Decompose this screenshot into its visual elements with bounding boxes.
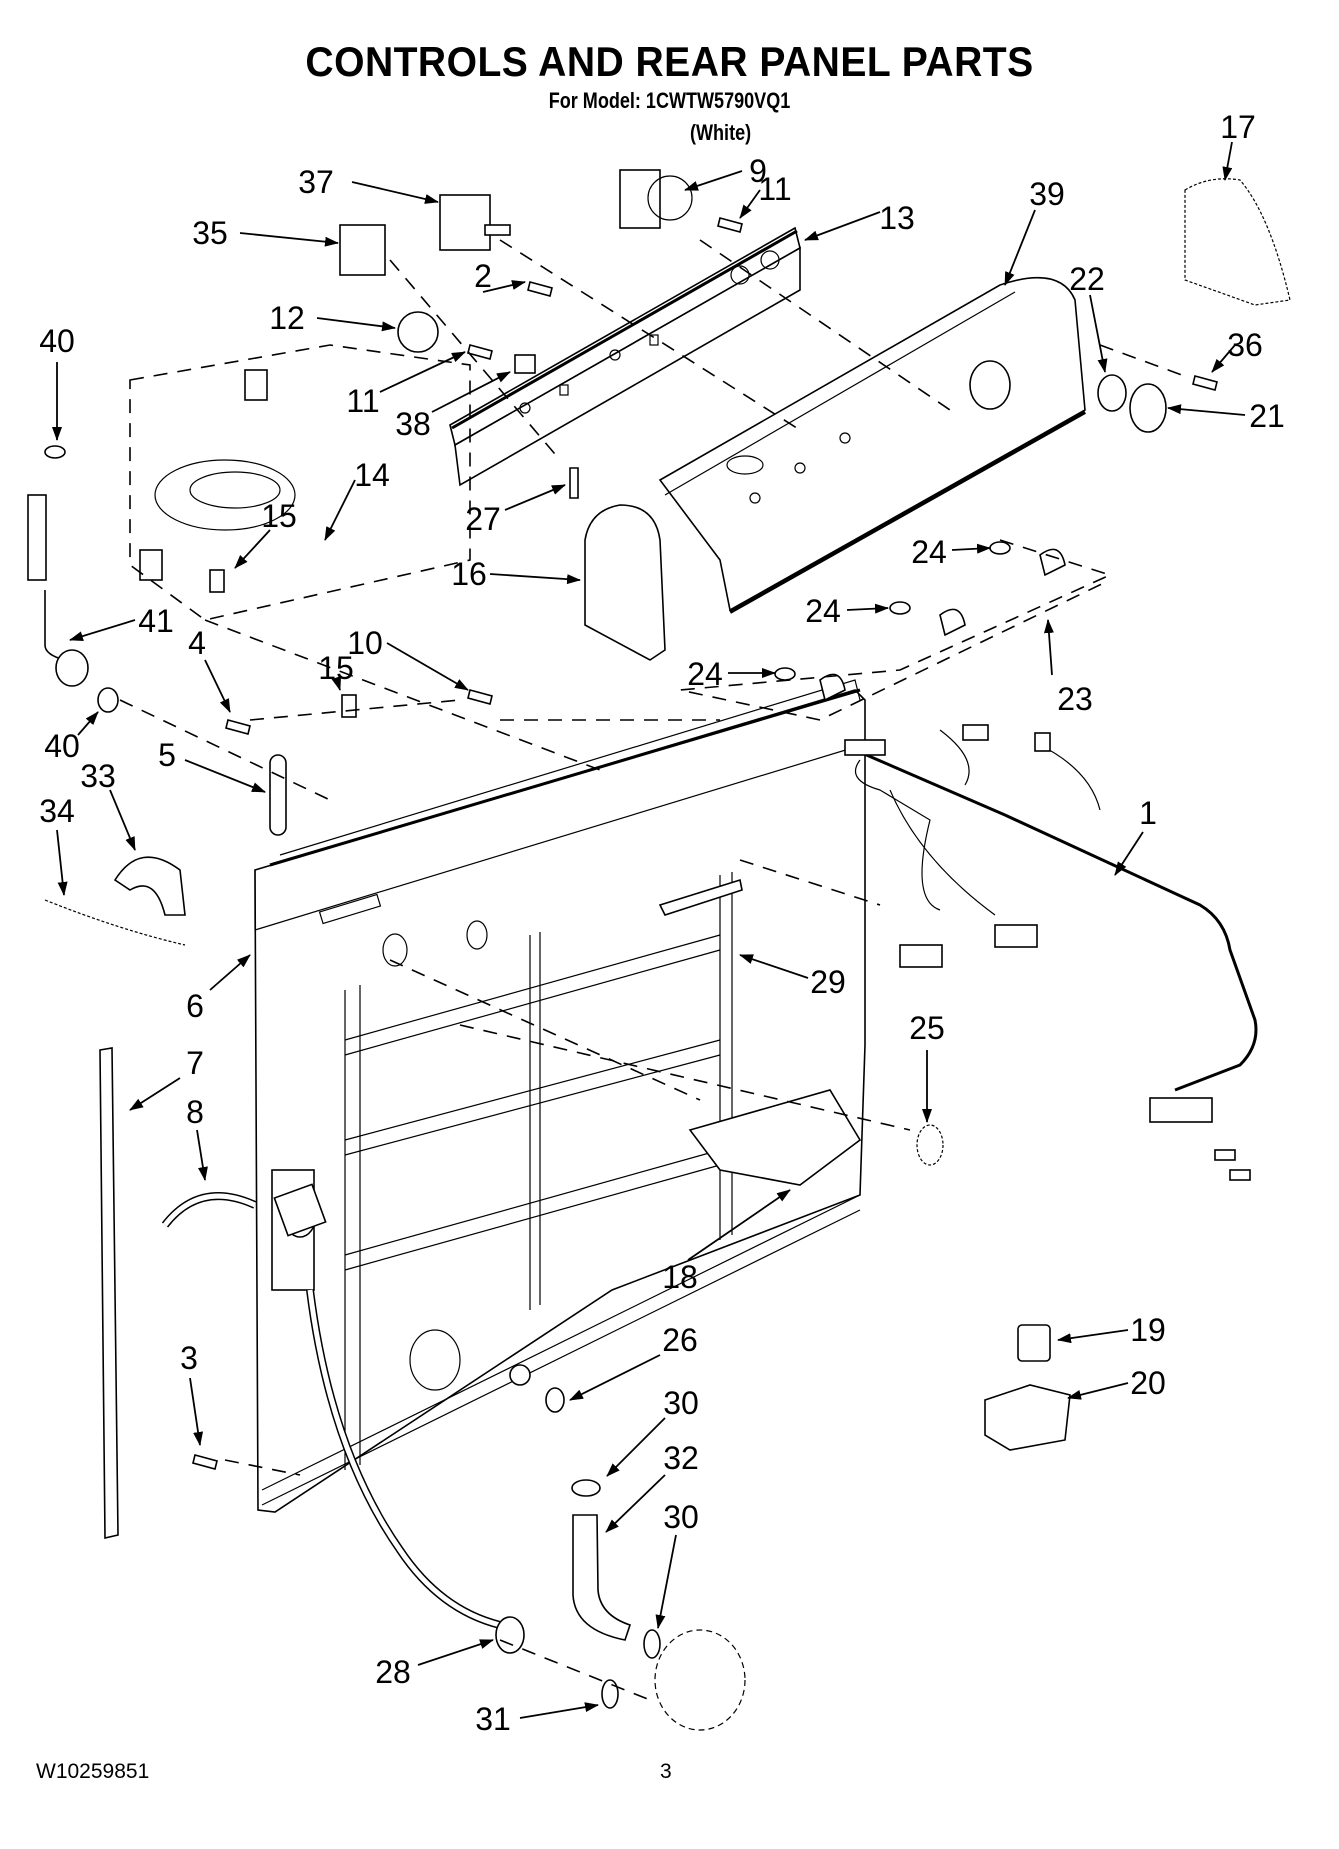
callout-hose-clamp: 28 (375, 1654, 411, 1690)
assembly-lines (119, 239, 1191, 1701)
callout-strap: 5 (158, 737, 176, 773)
callout-capacitor: 19 (1130, 1312, 1166, 1348)
callout-arrows (52, 141, 1246, 1719)
callout-knob-insert-c: 24 (687, 656, 723, 692)
callout-washer-top: 40 (39, 323, 75, 359)
callout-washer-mid: 40 (44, 728, 80, 764)
callout-trim: 7 (186, 1045, 204, 1081)
callout-console: 39 (1029, 176, 1065, 212)
callout-plug: 25 (909, 1010, 945, 1046)
callout-knob-insert-b: 24 (805, 593, 841, 629)
callout-screw-right: 36 (1227, 327, 1263, 363)
callout-timer-knob: 21 (1249, 398, 1285, 434)
callout-switch: 38 (395, 406, 431, 442)
callout-electronic-control: 35 (192, 215, 228, 251)
callout-hose-fitting: 41 (138, 603, 174, 639)
callout-screw-bottom: 3 (180, 1340, 198, 1376)
model-line: For Model: 1CWTW5790VQ1 (548, 88, 791, 113)
callout-rear-panel: 6 (186, 988, 204, 1024)
callout-hole-plug: 26 (662, 1322, 698, 1358)
callout-knob-set: 23 (1057, 681, 1093, 717)
callout-labels: 3735911133917223621212401138142715162424… (39, 109, 1285, 1737)
page-title: CONTROLS AND REAR PANEL PARTS (305, 38, 1034, 85)
callout-control-bracket: 13 (879, 200, 915, 236)
small-parts-drawing (27, 169, 1218, 1731)
callout-pressure-switch: 12 (269, 300, 305, 336)
callout-clip-top: 15 (261, 498, 297, 534)
callout-bracket: 29 (810, 964, 846, 1000)
wire-harness-drawing (844, 724, 1258, 1181)
control-bracket-drawing (449, 226, 801, 487)
callout-fill-hose: 8 (186, 1094, 204, 1130)
callout-clip-mid: 15 (318, 650, 354, 686)
console-drawing (584, 178, 1291, 661)
page-number: 3 (660, 1760, 672, 1783)
callout-screw: 2 (474, 258, 492, 294)
callout-clamp-top: 30 (663, 1385, 699, 1421)
callout-knob-skirt: 22 (1069, 261, 1105, 297)
callout-control-switch: 37 (298, 164, 334, 200)
callout-screw-console: 27 (465, 501, 501, 537)
color-note: (White) (690, 120, 752, 145)
callout-screw-panel: 4 (188, 625, 206, 661)
callout-inlet-valve: 18 (662, 1259, 698, 1295)
callout-drain-hose: 32 (663, 1440, 699, 1476)
callout-pump: 20 (1130, 1365, 1166, 1401)
document-number: W10259851 (36, 1760, 150, 1783)
rear-panel-drawing (254, 679, 866, 1513)
callout-knob-insert-a: 24 (911, 534, 947, 570)
callout-end-cap-left: 16 (451, 556, 487, 592)
callout-end-cap: 17 (1220, 109, 1256, 145)
callout-clamp-bottom: 30 (663, 1499, 699, 1535)
callout-screw-mid: 11 (346, 383, 379, 419)
callout-power-cord-kit: 14 (354, 457, 390, 493)
callout-timer: 9 (749, 153, 767, 189)
callout-screw-rear: 10 (347, 625, 383, 661)
callout-strain-relief: 33 (80, 758, 116, 794)
callout-ground-wire: 34 (39, 793, 75, 829)
callout-wire-harness: 1 (1139, 795, 1157, 831)
callout-clamp-small: 31 (475, 1701, 511, 1737)
callout-screw-top: 11 (758, 171, 791, 207)
